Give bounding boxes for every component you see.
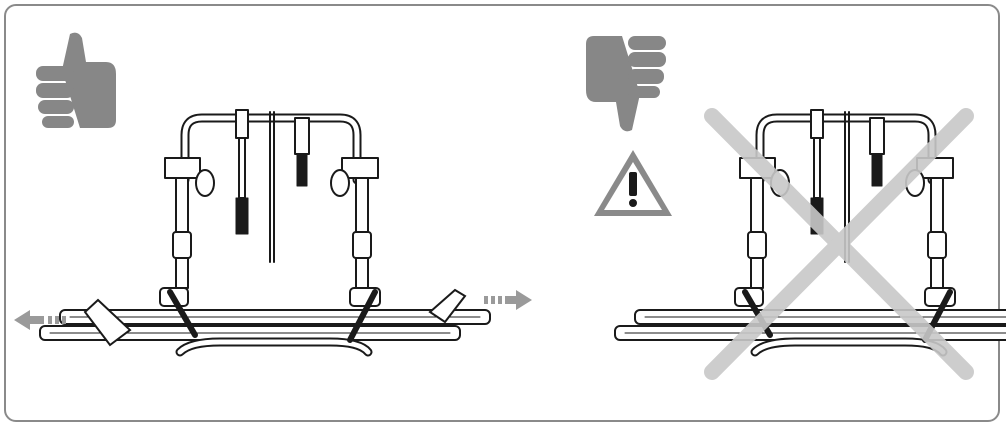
- warning-triangle-icon: [594, 150, 672, 216]
- cross-out-icon: [704, 108, 974, 380]
- correct-panel: [14, 32, 532, 352]
- rail-extensions: [83, 288, 467, 347]
- bike-carrier-retracted: [615, 110, 1006, 352]
- diagram-frame: [4, 4, 1000, 422]
- incorrect-panel: [586, 36, 1006, 380]
- thumbs-up-icon: [36, 32, 116, 128]
- thumbs-down-icon: [586, 36, 666, 132]
- arrow-right-icon: [484, 290, 532, 310]
- arrow-left-icon: [14, 310, 66, 330]
